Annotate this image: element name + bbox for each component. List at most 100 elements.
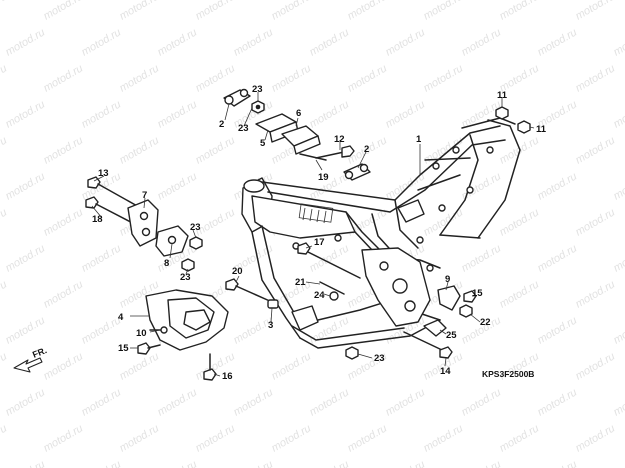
watermark-text: motod.ru	[612, 98, 625, 130]
watermark-text: motod.ru	[42, 62, 86, 94]
watermark-text: motod.ru	[4, 314, 48, 346]
callout-15-left: 15	[118, 343, 129, 354]
watermark-text: motod.ru	[536, 386, 580, 418]
nut-23d	[345, 346, 359, 360]
callout-23-lower: 23	[180, 272, 191, 283]
watermark-text: motod.ru	[194, 422, 238, 454]
callout-12: 12	[334, 134, 345, 145]
watermark-text: motod.ru	[346, 0, 390, 23]
watermark-text: motod.ru	[42, 350, 86, 382]
watermark-text: motod.ru	[118, 422, 162, 454]
watermark-text: motod.ru	[574, 0, 618, 23]
watermark-text: motod.ru	[0, 0, 9, 23]
watermark-text: motod.ru	[460, 26, 504, 58]
engine-guard-4	[145, 289, 229, 351]
watermark-text: motod.ru	[42, 206, 86, 238]
callout-3: 3	[268, 320, 273, 331]
bolt-20	[225, 278, 273, 303]
nut-23c	[181, 258, 195, 272]
callout-19: 19	[318, 172, 329, 183]
callout-14: 14	[440, 366, 451, 377]
watermark-text: motod.ru	[612, 26, 625, 58]
hanger-nut-23a	[251, 100, 265, 114]
callout-4: 4	[118, 312, 124, 323]
watermark-text: motod.ru	[308, 170, 352, 202]
bolt-10	[149, 326, 168, 334]
callout-10: 10	[136, 328, 147, 339]
watermark-text: motod.ru	[0, 350, 9, 382]
watermark-text: motod.ru	[308, 386, 352, 418]
watermark-text: motod.ru	[270, 0, 314, 23]
callout-25: 25	[446, 330, 457, 341]
callout-11-right: 11	[536, 124, 547, 135]
watermark-text: motod.ru	[308, 458, 352, 468]
diagram-code: KPS3F2500B	[482, 369, 534, 379]
watermark-text: motod.ru	[384, 458, 428, 468]
bolt-14	[403, 331, 453, 359]
callout-23-bracket: 23	[190, 222, 201, 233]
callout-20: 20	[232, 266, 243, 277]
watermark-text: motod.ru	[308, 26, 352, 58]
watermark-text: motod.ru	[232, 458, 276, 468]
watermark-text: motod.ru	[156, 98, 200, 130]
watermark-text: motod.ru	[574, 350, 618, 382]
watermark-text: motod.ru	[536, 242, 580, 274]
watermark-text: motod.ru	[118, 0, 162, 23]
callout-22: 22	[480, 317, 491, 328]
watermark-text: motod.ru	[308, 98, 352, 130]
watermark-text: motod.ru	[574, 422, 618, 454]
bracket-7	[127, 199, 159, 247]
callout-23-top: 23	[252, 84, 263, 95]
callout-9: 9	[445, 274, 450, 285]
watermark-text: motod.ru	[156, 170, 200, 202]
watermark-text: motod.ru	[0, 278, 9, 310]
nut-22	[459, 304, 473, 318]
watermark-text: motod.ru	[0, 422, 9, 454]
front-direction-arrow: FR.	[13, 345, 48, 373]
watermark-text: motod.ru	[80, 98, 124, 130]
callout-2-left: 2	[219, 119, 224, 130]
watermark-text: motod.ru	[42, 134, 86, 166]
callout-21: 21	[295, 277, 306, 288]
watermark-text: motod.ru	[574, 278, 618, 310]
watermark-text: motod.ru	[270, 422, 314, 454]
watermark-text: motod.ru	[384, 98, 428, 130]
clip-25	[423, 319, 447, 337]
watermark-text: motod.ru	[612, 314, 625, 346]
watermark-text: motod.ru	[80, 458, 124, 468]
callout-15-right: 15	[472, 288, 483, 299]
watermark-text: motod.ru	[4, 170, 48, 202]
watermark-text: motod.ru	[574, 134, 618, 166]
watermark-text: motod.ru	[156, 26, 200, 58]
watermark-text: motod.ru	[80, 242, 124, 274]
watermark-text: motod.ru	[612, 170, 625, 202]
watermark-text: motod.ru	[574, 62, 618, 94]
watermark-text: motod.ru	[80, 386, 124, 418]
bolt-16	[203, 353, 217, 381]
watermark-text: motod.ru	[156, 386, 200, 418]
leader-lines	[91, 92, 535, 377]
watermark-text: motod.ru	[460, 458, 504, 468]
watermark-text: motod.ru	[498, 278, 542, 310]
callout-7: 7	[142, 190, 147, 201]
bolt-11-top	[495, 106, 509, 120]
callout-5: 5	[260, 138, 266, 149]
callout-24: 24	[314, 290, 325, 301]
watermark-text: motod.ru	[4, 458, 48, 468]
watermark-text: motod.ru	[42, 0, 86, 23]
callout-17: 17	[314, 237, 325, 248]
watermark-text: motod.ru	[4, 242, 48, 274]
watermark-text: motod.ru	[194, 134, 238, 166]
watermark-text: motod.ru	[80, 314, 124, 346]
callout-23-frame: 23	[374, 353, 385, 364]
watermark-text: motod.ru	[194, 0, 238, 23]
washer-24	[329, 291, 339, 301]
collar-3	[267, 299, 279, 309]
watermark-text: motod.ru	[498, 206, 542, 238]
front-label: FR.	[31, 345, 48, 360]
watermark-text: motod.ru	[422, 422, 466, 454]
callout-16: 16	[222, 371, 233, 382]
watermark-text: motod.ru	[612, 242, 625, 274]
engine-hanger-plate-6	[281, 125, 321, 155]
watermark-text: motod.ru	[498, 0, 542, 23]
